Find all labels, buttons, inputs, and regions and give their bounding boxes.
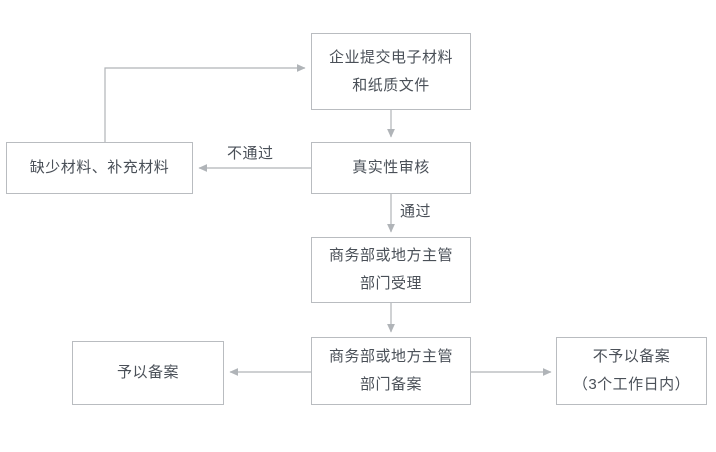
node-department-acceptance-line2: 部门受理 [359, 275, 422, 292]
node-filing-approved-line1: 予以备案 [116, 364, 179, 381]
node-department-filing-line1: 商务部或地方主管 [328, 348, 453, 365]
node-submit-materials-line1: 企业提交电子材料 [328, 48, 453, 66]
node-authenticity-review-line1: 真实性审核 [352, 159, 430, 176]
node-filing-rejected[interactable]: 不予以备案 （3个工作日内） [556, 337, 707, 405]
node-department-filing-line2: 部门备案 [359, 376, 422, 393]
edge-label-fail: 不通过 [225, 145, 276, 163]
node-department-acceptance-line1: 商务部或地方主管 [328, 247, 453, 264]
node-filing-rejected-line1: 不予以备案 [592, 348, 671, 365]
node-missing-materials-line1: 缺少材料、补充材料 [29, 159, 170, 176]
connector-missing-to-submit [104, 64, 306, 142]
node-department-filing[interactable]: 商务部或地方主管 部门备案 [311, 337, 471, 405]
node-submit-materials-line2: 和纸质文件 [352, 76, 430, 94]
node-authenticity-review[interactable]: 真实性审核 [311, 142, 471, 194]
node-filing-approved[interactable]: 予以备案 [72, 341, 224, 405]
node-department-acceptance[interactable]: 商务部或地方主管 部门受理 [311, 237, 471, 303]
node-missing-materials[interactable]: 缺少材料、补充材料 [6, 142, 193, 194]
node-submit-materials[interactable]: 企业提交电子材料 和纸质文件 [311, 33, 471, 110]
node-filing-rejected-line2: （3个工作日内） [572, 376, 691, 393]
edge-label-pass: 通过 [398, 203, 434, 221]
